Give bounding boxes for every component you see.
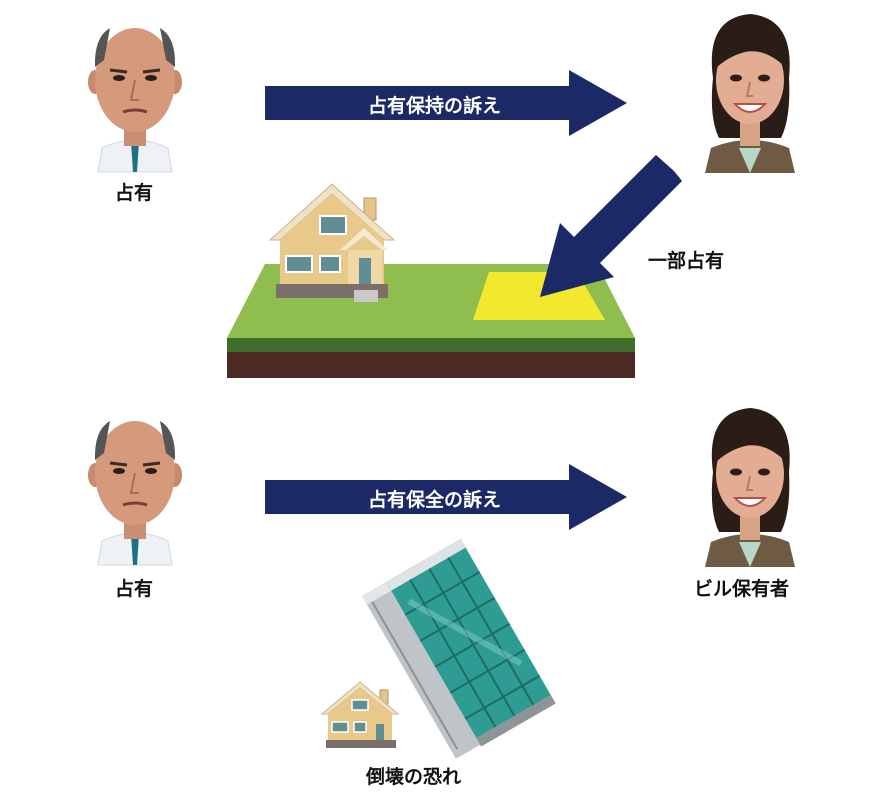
top-left-person-label: 占有 (115, 182, 154, 204)
man-face-icon (88, 421, 182, 566)
bottom-left-person-label: 占有 (115, 578, 154, 600)
house-icon (268, 183, 396, 302)
woman-face-icon (705, 14, 795, 173)
top-arrow-label: 占有保持の訴え (368, 95, 502, 117)
partial-occupation-arrow (540, 155, 682, 297)
man-face-icon (88, 28, 182, 173)
partial-occupation-label: 一部占有 (648, 250, 725, 272)
building-owner-label: ビル保有者 (694, 578, 790, 600)
house-icon (320, 681, 400, 748)
woman-face-icon (705, 408, 795, 567)
bottom-arrow-label: 占有保全の訴え (368, 489, 502, 511)
building-icon (361, 538, 556, 759)
collapse-risk-label: 倒壊の恐れ (366, 766, 462, 788)
possession-maintenance-arrow (265, 70, 627, 136)
possession-preservation-arrow (265, 464, 627, 530)
